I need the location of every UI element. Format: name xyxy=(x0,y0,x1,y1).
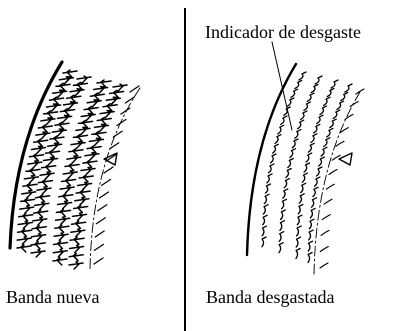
worn-groove-2 xyxy=(278,75,323,254)
callout-label: Indicador de desgaste xyxy=(205,22,361,42)
worn-groove-4 xyxy=(307,83,353,264)
centerline-right xyxy=(313,91,361,276)
triangle-wear-marker-icon-left xyxy=(103,152,118,166)
worn-groove-1 xyxy=(261,71,307,248)
triangle-wear-marker-icon-right xyxy=(338,152,353,166)
outer-sipes xyxy=(93,85,140,265)
worn-sipes xyxy=(319,88,365,269)
centerline-left xyxy=(89,87,141,271)
tire-edge-left xyxy=(8,60,64,250)
tread-block-column-2 xyxy=(30,75,92,258)
callout-leader xyxy=(271,41,293,131)
tread-block-column-1 xyxy=(16,69,78,253)
tire-edge-right xyxy=(245,62,298,257)
worn-tread-illustration xyxy=(245,41,365,276)
worn-groove-3 xyxy=(295,79,339,260)
caption-new-tread: Banda nueva xyxy=(6,287,99,307)
tread-block-column-4 xyxy=(68,83,128,270)
new-tread-illustration xyxy=(8,60,141,271)
caption-worn-tread: Banda desgastada xyxy=(206,287,334,307)
tread-block-column-3 xyxy=(52,79,112,266)
